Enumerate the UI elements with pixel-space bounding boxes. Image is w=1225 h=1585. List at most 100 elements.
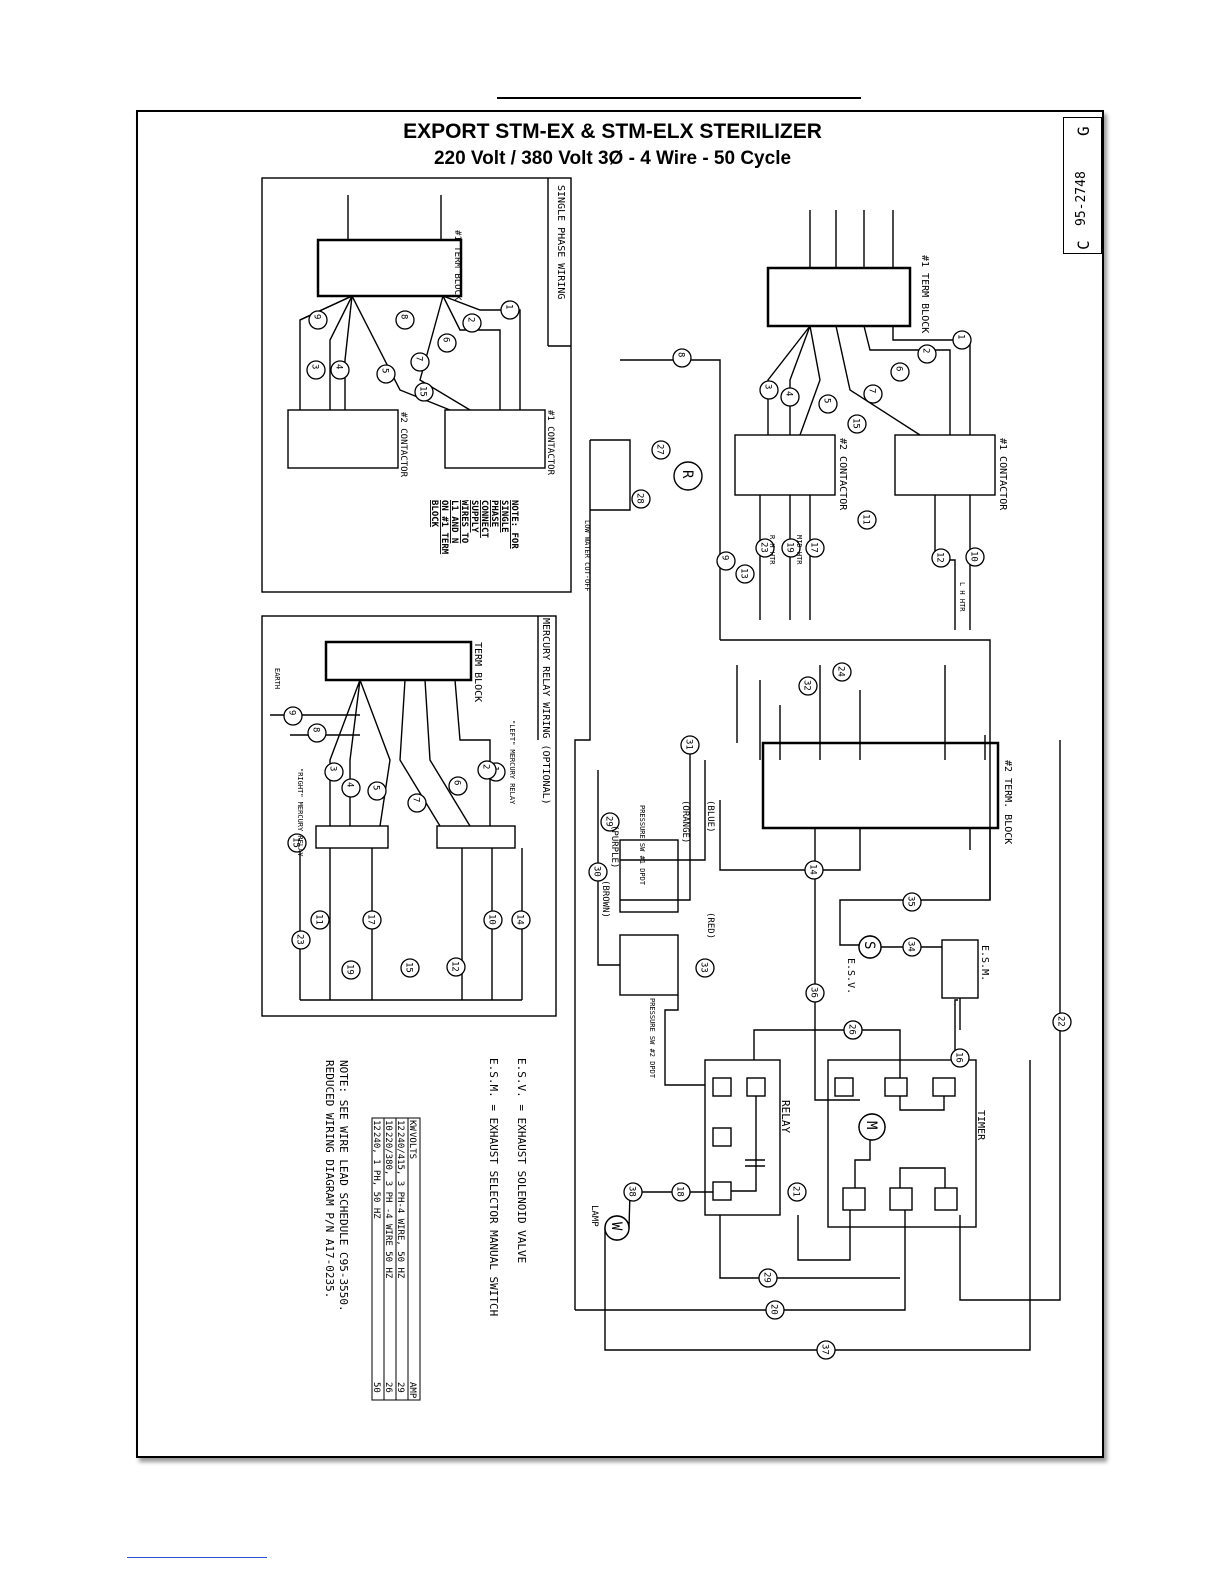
wire-tag-label: 8 <box>311 727 321 732</box>
wire-tag-label: 10 <box>969 551 979 562</box>
wire-tag-circle <box>1052 1012 1072 1032</box>
contactor-2 <box>734 434 836 496</box>
wire-tag-circle <box>965 547 985 567</box>
wire-tag-circle <box>765 1300 785 1320</box>
merc-earth-label: EARTH <box>273 668 281 689</box>
note-line-1: NOTE: SEE WIRE LEAD SCHEDULE C95-3550. <box>337 1060 350 1312</box>
sp-term-block <box>316 238 463 298</box>
component-symbol-label: M <box>863 1121 879 1129</box>
spec-table-cell: 220/380, 3 PH -4 WIRE 50 HZ <box>383 1132 393 1279</box>
sp-term-block-label: #1 TERM BLOCK <box>452 230 462 301</box>
wire-tag-circle <box>716 551 736 571</box>
wire-tag-label: 4 <box>334 364 344 369</box>
esv-label: E.S.V. <box>845 958 856 994</box>
sp-contactor-1 <box>444 409 546 469</box>
wire-tag-label: 6 <box>894 366 904 371</box>
wire-tag-circle <box>448 776 468 796</box>
single-phase-note-line: PHASE <box>489 500 499 527</box>
wire-tag-circle <box>805 983 825 1003</box>
wire-tag-label: 15 <box>291 837 301 848</box>
wire-tag-circle <box>287 833 307 853</box>
single-phase-note-line: SINGLE <box>499 500 509 533</box>
wire-tag-label: 29 <box>762 1272 772 1283</box>
single-phase-note-line: NOTE: FOR <box>509 500 519 549</box>
lamp-label: LAMP <box>589 1205 599 1227</box>
spec-table-cell: 240, 1 PH, 50 HZ <box>371 1132 381 1219</box>
wire-tag-label: 26 <box>847 1024 857 1035</box>
wire-tag-label: 9 <box>287 710 297 715</box>
term-block-2 <box>761 741 1000 830</box>
wire-tag-label: 5 <box>822 398 832 403</box>
wire-tag-circle <box>306 360 326 380</box>
wire-tag-label: 23 <box>759 542 769 553</box>
wire-tag-label: 19 <box>345 964 355 975</box>
wire-tag-circle <box>931 548 951 568</box>
wire-tag-circle <box>500 300 520 320</box>
wire-tag-label: 7 <box>411 797 421 802</box>
spec-table-header: AMP <box>407 1382 417 1399</box>
wire-tag-label: 3 <box>310 364 320 369</box>
relay-label: RELAY <box>779 1100 792 1133</box>
wire-tag-circle <box>755 538 775 558</box>
contactor-1 <box>894 434 996 496</box>
wire-tag-label: 12 <box>935 552 945 563</box>
lh-htr-label: L H HTR <box>958 582 966 612</box>
wire-tag-label: 24 <box>836 666 846 677</box>
wire-tag-label: 18 <box>675 1186 685 1197</box>
wire-tag-circle <box>902 892 922 912</box>
sp-contactor-2-label: #2 CONTACTOR <box>398 412 408 478</box>
wire-tag-label: 34 <box>906 941 916 952</box>
orange-label: (ORANGE) <box>680 800 690 843</box>
spec-table-cell: 50 <box>371 1382 381 1393</box>
wire-tag-circle <box>902 937 922 957</box>
mercury-label: MERCURY RELAY WIRING (OPTIONAL) <box>540 618 551 805</box>
wire-tag-label: 8 <box>399 314 409 319</box>
wire-tag-circle <box>414 382 434 402</box>
wire-tag-label: 21 <box>791 1186 801 1197</box>
spec-table-header: VOLTS <box>407 1132 417 1159</box>
spec-table-cell: 10 <box>383 1120 393 1131</box>
wire-tag-label: 6 <box>452 780 462 785</box>
wire-tag-circle <box>588 862 608 882</box>
esm-label: E.S.M. <box>979 945 990 981</box>
wire-tag-label: 12 <box>450 961 460 972</box>
component-symbol-label: S <box>861 941 877 949</box>
wire-tag-circle <box>735 564 755 584</box>
wire-tag-circle <box>511 910 531 930</box>
wire-tag-circle <box>446 957 466 977</box>
top-rule <box>497 97 861 99</box>
wire-tag-circle <box>631 489 651 509</box>
wire-tag-label: 35 <box>906 896 916 907</box>
wire-tag-circle <box>437 333 457 353</box>
wire-tag-circle <box>847 414 867 434</box>
wire-tag-circle <box>362 910 382 930</box>
merc-term-block-label: TERM BLOCK <box>472 642 483 702</box>
left-mercury-relay <box>436 825 516 849</box>
spec-table-cell: 29 <box>395 1382 405 1393</box>
wire-tag-circle <box>917 344 937 364</box>
spec-table-cell: 12 <box>371 1120 381 1131</box>
wire-tag-circle <box>367 781 387 801</box>
abbr-esm: E.S.M. = EXHAUST SELECTOR MANUAL SWITCH <box>487 1058 500 1316</box>
component-symbol-m <box>858 1113 886 1141</box>
component-symbol-label: R <box>679 470 695 479</box>
wire-tag-circle <box>758 1268 778 1288</box>
wire-tag-label: 20 <box>769 1304 779 1315</box>
relay-box <box>704 1059 781 1216</box>
timer-box <box>827 1059 977 1228</box>
wire-tag-circle <box>310 910 330 930</box>
wire-tag-circle <box>843 1020 863 1040</box>
blue-label: (BLUE) <box>705 800 715 833</box>
wire-tag-label: 7 <box>867 388 877 393</box>
wire-tag-label: 28 <box>635 493 645 504</box>
wire-tag-circle <box>781 538 801 558</box>
wire-tag-circle <box>376 364 396 384</box>
wire-tag-label: 2 <box>921 348 931 353</box>
single-phase-note-line: SUPPLY <box>469 500 479 533</box>
timer-label: TIMER <box>975 1110 986 1141</box>
wire-tag-label: 3 <box>763 384 773 389</box>
wire-tag-label: 15 <box>404 962 414 973</box>
wire-tag-label: 23 <box>295 934 305 945</box>
pressure-switch-1 <box>619 839 679 913</box>
